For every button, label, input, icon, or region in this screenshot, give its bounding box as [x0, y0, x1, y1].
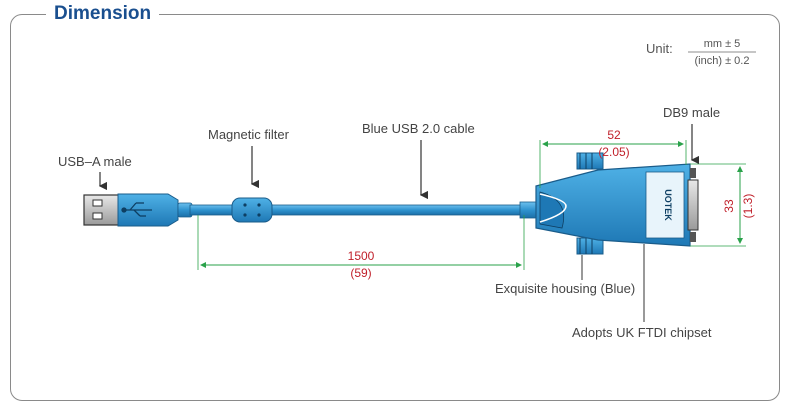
- dim-housing-height: 33 (1.3): [690, 163, 755, 247]
- unit-metric: mm ± 5: [704, 38, 741, 50]
- cable-length-mm: 1500: [348, 249, 375, 263]
- unit-imperial: (inch) ± 0.2: [695, 55, 750, 67]
- housing-length-in: (2.05): [598, 145, 629, 159]
- unit-label: Unit:: [646, 41, 673, 56]
- label-chipset: Adopts UK FTDI chipset: [572, 325, 712, 340]
- housing-height-mm: 33: [722, 199, 736, 213]
- usb-symbol-icon: [121, 202, 152, 217]
- label-housing: Exquisite housing (Blue): [495, 281, 635, 296]
- label-magnetic-filter: Magnetic filter: [208, 127, 290, 142]
- section-title: Dimension: [46, 1, 160, 27]
- db9-housing: UOTEK: [535, 152, 699, 255]
- dim-housing-length: 52 (2.05): [539, 128, 687, 188]
- brand-text: UOTEK: [663, 189, 673, 221]
- cable-length-in: (59): [350, 266, 371, 280]
- dim-cable-length: 1500 (59): [197, 215, 525, 280]
- magnetic-filter: [231, 197, 273, 223]
- label-db9: DB9 male: [663, 105, 720, 120]
- label-cable: Blue USB 2.0 cable: [362, 121, 475, 136]
- dimension-panel: [10, 14, 780, 401]
- housing-length-mm: 52: [607, 128, 621, 142]
- usb-a-plug: [83, 193, 193, 227]
- housing-height-in: (1.3): [741, 194, 755, 219]
- label-usb-a: USB–A male: [58, 154, 132, 169]
